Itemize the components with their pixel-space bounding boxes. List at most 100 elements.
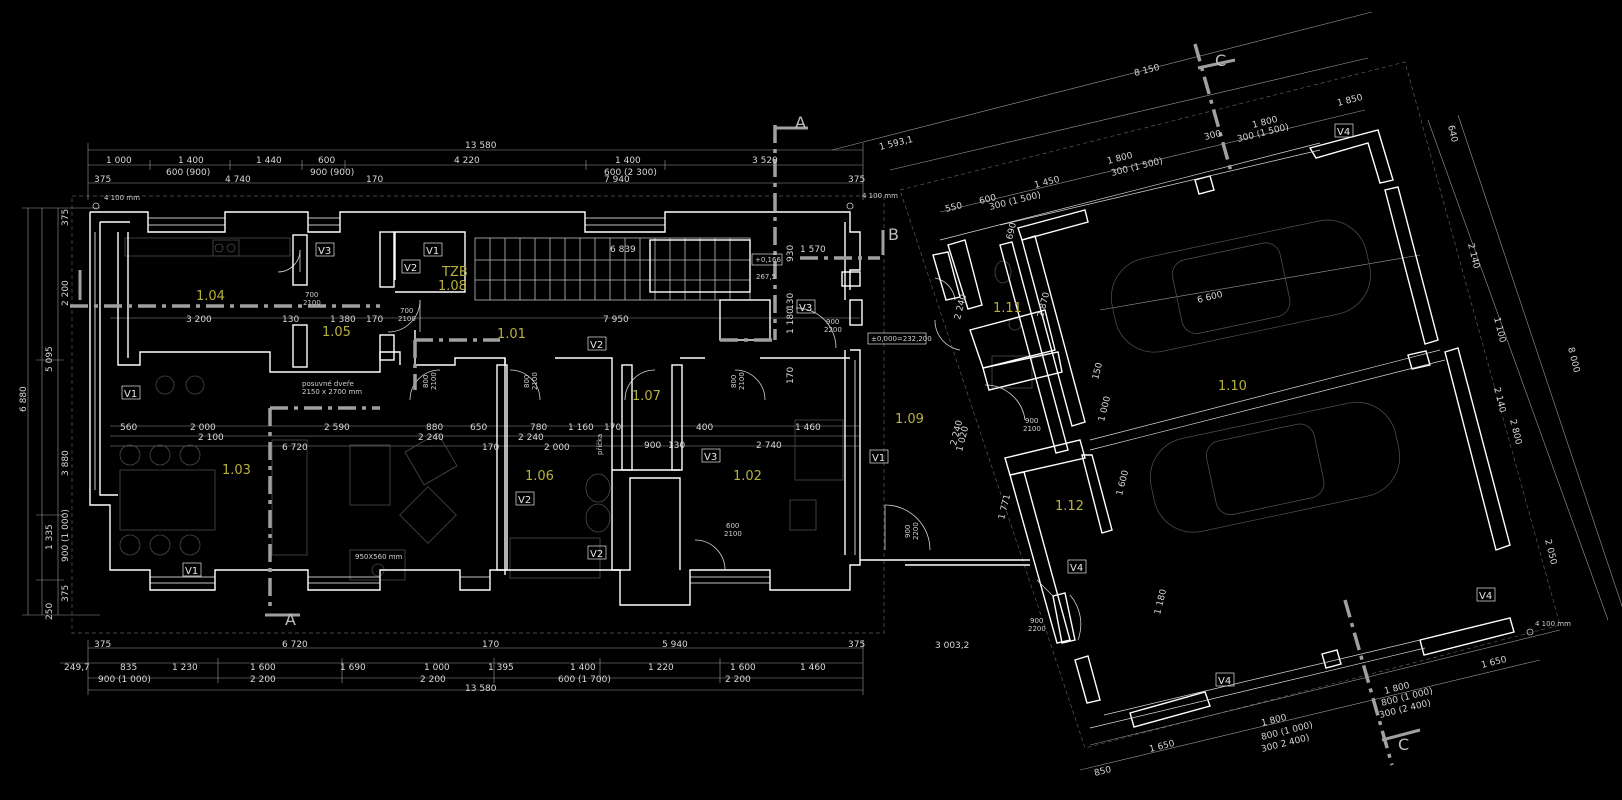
- dim-int-22: 900: [644, 441, 661, 451]
- door-9-w: 900: [1030, 617, 1043, 625]
- door-size-texts: 700 2100 800 2100 700 2100 800 2100 800 …: [303, 291, 1046, 633]
- dim-bot-r2-5: 1 000: [424, 663, 450, 673]
- room-1-06: 1.06: [525, 469, 554, 484]
- door-6-w: 900: [1025, 417, 1038, 425]
- dim-top-r1-4: 4 220: [454, 156, 480, 166]
- door-5-w: 900: [826, 318, 839, 326]
- section-letters: A A B C C: [285, 51, 1409, 754]
- room-1-07: 1.07: [632, 389, 661, 404]
- dim-int-13: 400: [696, 423, 713, 433]
- dim-g-37: 2 050: [1542, 538, 1558, 566]
- dim-top-r1-0: 1 000: [106, 156, 132, 166]
- room-1-08-title: TZB: [441, 265, 468, 280]
- dim-top-r3-0: 375: [94, 175, 111, 185]
- dim-int-26: 930: [786, 245, 796, 262]
- dim-g-38: 640: [1445, 124, 1459, 143]
- dim-int-20: 170: [482, 443, 499, 453]
- window-openings: [94, 217, 856, 584]
- dim-top-r1-5: 1 400: [615, 156, 641, 166]
- tag-v3-b: V3: [799, 303, 812, 314]
- door-3-w: 800: [523, 375, 531, 388]
- room-1-12: 1.12: [1055, 499, 1084, 514]
- door-7-w: 600: [726, 522, 739, 530]
- window-tag-texts: V1 V1 V1 V1 V2 V2 V2 V2 V3 V3 V3 V4 V4 V…: [124, 127, 1492, 687]
- notes: ±0,000=232,200 +0,166 267,5 posuvné dveř…: [104, 192, 1571, 628]
- dim-left-3: 2 200: [61, 280, 71, 306]
- tag-v4-d: V4: [1218, 676, 1231, 687]
- level-main: ±0,000=232,200: [871, 335, 932, 343]
- dim-top-r1-2: 1 440: [256, 156, 282, 166]
- dim-g-8: 1 450: [1033, 175, 1061, 191]
- door-7-h: 2100: [724, 530, 742, 538]
- dim-left-8: 250: [45, 603, 55, 620]
- dim-bot-r2-2: 1 230: [172, 663, 198, 673]
- tag-v1-b: V1: [185, 566, 198, 577]
- dim-bot-r2-9: 1 600: [730, 663, 756, 673]
- dimension-lines: [22, 11, 1622, 771]
- pricka: příčka: [596, 434, 604, 455]
- dim-top-r1b-1: 900 (900): [310, 168, 354, 178]
- dim-bot-r1-4: 375: [848, 640, 865, 650]
- dim-bot-r3-0: 900 (1 000): [98, 675, 151, 685]
- garage-thin-walls: [939, 142, 1446, 729]
- room-1-09: 1.09: [895, 412, 924, 427]
- dim-int-21: 2 000: [544, 443, 570, 453]
- dimension-texts-interior: 3 200 1 380 130 170 7 950 560 2 000 2 59…: [120, 245, 826, 453]
- dim-g-29: 1 650: [1148, 739, 1176, 755]
- window-tags: [121, 123, 1496, 687]
- section-b: B: [888, 225, 899, 244]
- dim-g-3: 300: [1203, 129, 1222, 143]
- dim-left-5: 1 335: [45, 524, 55, 550]
- room-1-04: 1.04: [196, 289, 225, 304]
- dim-int-14: 1 460: [795, 423, 821, 433]
- door-0-w: 700: [305, 291, 318, 299]
- dim-bot-garage-offset: 3 003,2: [935, 641, 969, 651]
- dim-g-35: 2 140: [1491, 386, 1507, 414]
- room-labels: 1.01 1.02 1.03 1.04 1.05 1.06 1.07 TZB 1…: [196, 265, 1247, 514]
- dim-left-2: 375: [61, 209, 71, 226]
- room-1-01: 1.01: [497, 327, 526, 342]
- dim-g-0: 8 150: [1133, 63, 1161, 79]
- dim-int-5: 560: [120, 423, 137, 433]
- dim-top-r1-1: 1 400: [178, 156, 204, 166]
- dim-g-33: 2 140: [1465, 242, 1481, 270]
- dimension-texts-left: 6 880 5 095 375 2 200 3 880 1 335 900 (1…: [19, 209, 71, 620]
- dim-int-15: 2 100: [198, 433, 224, 443]
- tag-v2-c: V2: [518, 495, 531, 506]
- dim-int-19: 6 720: [282, 443, 308, 453]
- dim-int-11: 1 160: [568, 423, 594, 433]
- dim-top-r3-1: 170: [366, 175, 383, 185]
- room-1-08: 1.08: [438, 279, 467, 294]
- section-arrows: [78, 58, 1421, 742]
- dim-g-30: 850: [1093, 765, 1112, 779]
- dim-g-34: 1 100: [1491, 316, 1507, 344]
- dim-g-7: 1 593,1: [878, 135, 914, 153]
- stair-height: 267,5: [756, 273, 776, 281]
- dim-bot-overall: 13 580: [465, 684, 497, 694]
- dim-left-6: 900 (1 000): [61, 509, 71, 562]
- dim-int-6: 2 000: [190, 423, 216, 433]
- tag-v1-a: V1: [124, 389, 137, 400]
- dim-bot-r3-1: 2 200: [250, 675, 276, 685]
- door-6-h: 2100: [1023, 425, 1041, 433]
- dim-top-r3-2: 375: [848, 175, 865, 185]
- tag-v4-c: V4: [1479, 591, 1492, 602]
- dim-bot-r2-8: 1 220: [648, 663, 674, 673]
- dim-int-9: 650: [470, 423, 487, 433]
- tag-v3-c: V3: [704, 452, 717, 463]
- dim-int-29: 170: [786, 367, 796, 384]
- dim-left-1: 5 095: [45, 346, 55, 372]
- door-4-h: 2100: [738, 372, 746, 390]
- dim-left-0: 6 880: [19, 386, 29, 412]
- dimension-texts-garage: 8 150 1 850 1 800 300 300 (1 500) 1 800 …: [878, 63, 1581, 779]
- dim-g-15: 150: [1091, 361, 1105, 380]
- dim-int-24: 6 839: [610, 245, 636, 255]
- door-2-w: 700: [400, 307, 413, 315]
- dim-int-25: 1 570: [800, 245, 826, 255]
- walls-house: [89, 211, 1030, 606]
- dim-g-14: 1 000: [1097, 395, 1113, 423]
- dim-bot-r1-2: 170: [482, 640, 499, 650]
- section-c-top: C: [1215, 51, 1226, 70]
- dimension-texts-top: 13 580 1 000 1 400 1 440 600 4 220 1 400…: [94, 141, 865, 185]
